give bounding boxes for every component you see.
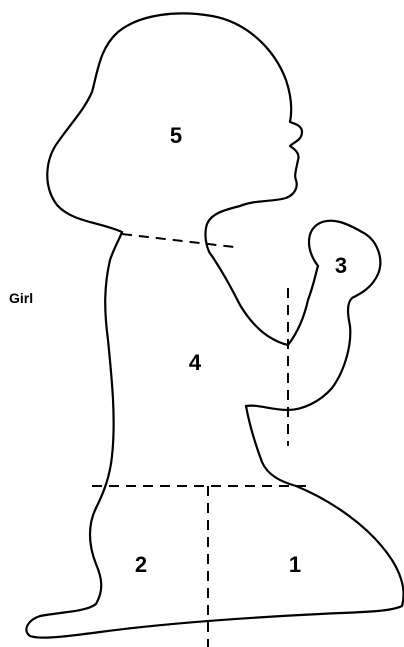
girl-label: Girl xyxy=(9,290,33,306)
hand-outline xyxy=(244,219,382,412)
region-1-label: 1 xyxy=(289,552,301,577)
region-4-label: 4 xyxy=(189,350,202,375)
head-hair-outline xyxy=(46,12,304,258)
neck-divider-line xyxy=(121,233,235,248)
region-2-label: 2 xyxy=(135,552,147,577)
region-3-label: 3 xyxy=(335,253,347,278)
body-outline xyxy=(25,230,404,639)
chest-forearm-outline xyxy=(210,254,320,347)
region-5-label: 5 xyxy=(170,123,182,148)
